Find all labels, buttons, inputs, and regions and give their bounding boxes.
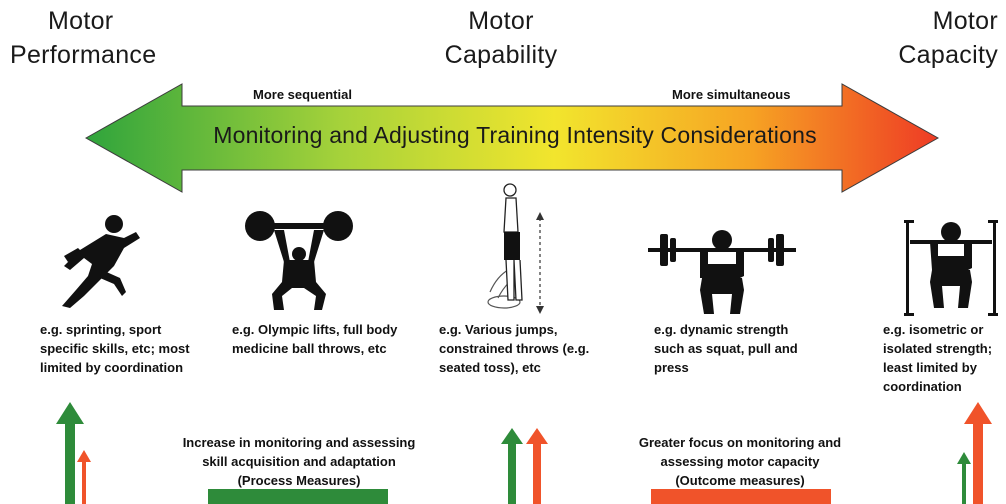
example-dynamic-strength-text: e.g. dynamic strength such as squat, pul…	[654, 322, 798, 375]
header-mid-line1: Motor	[468, 7, 534, 35]
header-motor-performance: Motor Performance	[10, 4, 156, 72]
header-motor-capability: Motor Capability	[441, 4, 561, 72]
arrow-title: Monitoring and Adjusting Training Intens…	[213, 122, 817, 148]
sprinter-icon	[62, 215, 140, 308]
right-orange-arrow	[964, 402, 992, 504]
process-note-line3: (Process Measures)	[237, 473, 361, 488]
example-sprinting-text: e.g. sprinting, sport specific skills, e…	[40, 322, 190, 375]
example-jumps-text: e.g. Various jumps, constrained throws (…	[439, 322, 590, 375]
outcome-measures-note: Greater focus on monitoring and assessin…	[606, 433, 874, 490]
example-olympic-lifts-text: e.g. Olympic lifts, full body medicine b…	[232, 322, 398, 356]
arrow-shape	[84, 83, 940, 193]
outcome-note-line2: assessing motor capacity	[660, 454, 820, 469]
process-note-line1: Increase in monitoring and assessing	[182, 435, 416, 450]
header-left-line2: Performance	[10, 41, 157, 69]
barbell-squat-icon	[648, 230, 796, 314]
process-note-line2: skill acquisition and adaptation	[202, 454, 396, 469]
jump-icon	[487, 183, 544, 314]
process-measures-bar	[208, 489, 388, 504]
more-simultaneous-label: More simultaneous	[672, 87, 791, 102]
header-right-line1: Motor	[932, 7, 998, 35]
left-orange-arrow	[77, 450, 91, 504]
outcome-measures-bar	[651, 489, 831, 504]
process-measures-note: Increase in monitoring and assessing ski…	[160, 433, 438, 490]
right-green-arrow	[957, 452, 971, 504]
example-isometric-text: e.g. isometric or isolated strength; lea…	[883, 322, 993, 394]
middle-orange-arrow	[526, 428, 548, 504]
more-sequential-label: More sequential	[253, 87, 352, 102]
header-mid-line2: Capability	[444, 41, 558, 69]
middle-green-arrow	[501, 428, 523, 504]
header-left-line1: Motor	[48, 7, 114, 35]
isometric-squat-icon	[904, 220, 998, 316]
double-arrow	[84, 83, 940, 193]
outcome-note-line3: (Outcome measures)	[675, 473, 805, 488]
outcome-note-line1: Greater focus on monitoring and	[638, 435, 842, 450]
header-right-line2: Capacity	[898, 41, 998, 69]
olympic-lift-icon	[245, 211, 353, 310]
header-motor-capacity: Motor Capacity	[880, 4, 998, 72]
left-green-arrow	[56, 402, 84, 504]
